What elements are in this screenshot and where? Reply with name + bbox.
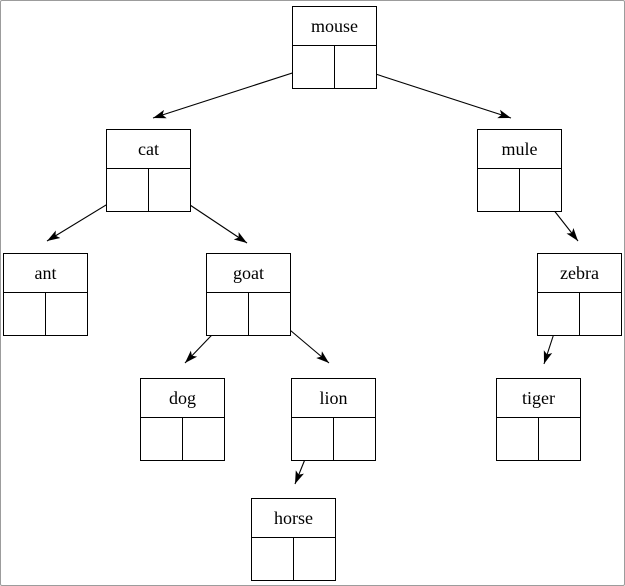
left-pointer-cell-tiger <box>497 417 539 460</box>
node-pointer-cells-lion <box>292 417 375 461</box>
node-pointer-cells-goat <box>207 292 290 336</box>
node-label-tiger: tiger <box>497 379 580 418</box>
tree-node-mouse: mouse <box>292 6 377 89</box>
right-pointer-cell-goat <box>249 293 290 336</box>
left-pointer-cell-horse <box>252 537 294 580</box>
left-pointer-cell-mule <box>478 168 520 211</box>
node-pointer-cells-ant <box>4 292 87 336</box>
node-label-horse: horse <box>252 499 335 538</box>
right-pointer-cell-cat <box>149 169 190 212</box>
node-label-ant: ant <box>4 254 87 293</box>
left-pointer-cell-ant <box>4 292 46 335</box>
tree-node-horse: horse <box>251 498 336 581</box>
tree-node-goat: goat <box>206 253 291 336</box>
node-label-goat: goat <box>207 254 290 293</box>
edge-mouse-left-to-cat <box>152 65 315 119</box>
tree-node-dog: dog <box>140 378 225 461</box>
tree-node-cat: cat <box>106 129 191 212</box>
tree-node-ant: ant <box>3 253 88 336</box>
node-pointer-cells-horse <box>252 537 335 581</box>
right-pointer-cell-lion <box>334 418 375 461</box>
node-label-cat: cat <box>107 130 190 169</box>
node-label-lion: lion <box>292 379 375 418</box>
right-pointer-cell-mouse <box>335 46 376 89</box>
node-label-zebra: zebra <box>538 254 621 293</box>
left-pointer-cell-lion <box>292 417 334 460</box>
node-label-mouse: mouse <box>293 7 376 46</box>
node-label-mule: mule <box>478 130 561 169</box>
node-pointer-cells-dog <box>141 417 224 461</box>
tree-node-zebra: zebra <box>537 253 622 336</box>
node-pointer-cells-cat <box>107 168 190 212</box>
right-pointer-cell-ant <box>46 293 87 336</box>
left-pointer-cell-dog <box>141 417 183 460</box>
node-label-dog: dog <box>141 379 224 418</box>
right-pointer-cell-horse <box>294 538 335 581</box>
node-pointer-cells-mule <box>478 168 561 212</box>
tree-node-tiger: tiger <box>496 378 581 461</box>
left-pointer-cell-cat <box>107 168 149 211</box>
right-pointer-cell-zebra <box>580 293 621 336</box>
node-pointer-cells-tiger <box>497 417 580 461</box>
left-pointer-cell-mouse <box>293 45 335 88</box>
left-pointer-cell-goat <box>207 292 249 335</box>
edge-mouse-right-to-mule <box>353 66 512 119</box>
right-pointer-cell-tiger <box>539 418 580 461</box>
tree-node-lion: lion <box>291 378 376 461</box>
node-pointer-cells-mouse <box>293 45 376 89</box>
tree-node-mule: mule <box>477 129 562 212</box>
right-pointer-cell-dog <box>183 418 224 461</box>
left-pointer-cell-zebra <box>538 292 580 335</box>
node-pointer-cells-zebra <box>538 292 621 336</box>
right-pointer-cell-mule <box>520 169 561 212</box>
